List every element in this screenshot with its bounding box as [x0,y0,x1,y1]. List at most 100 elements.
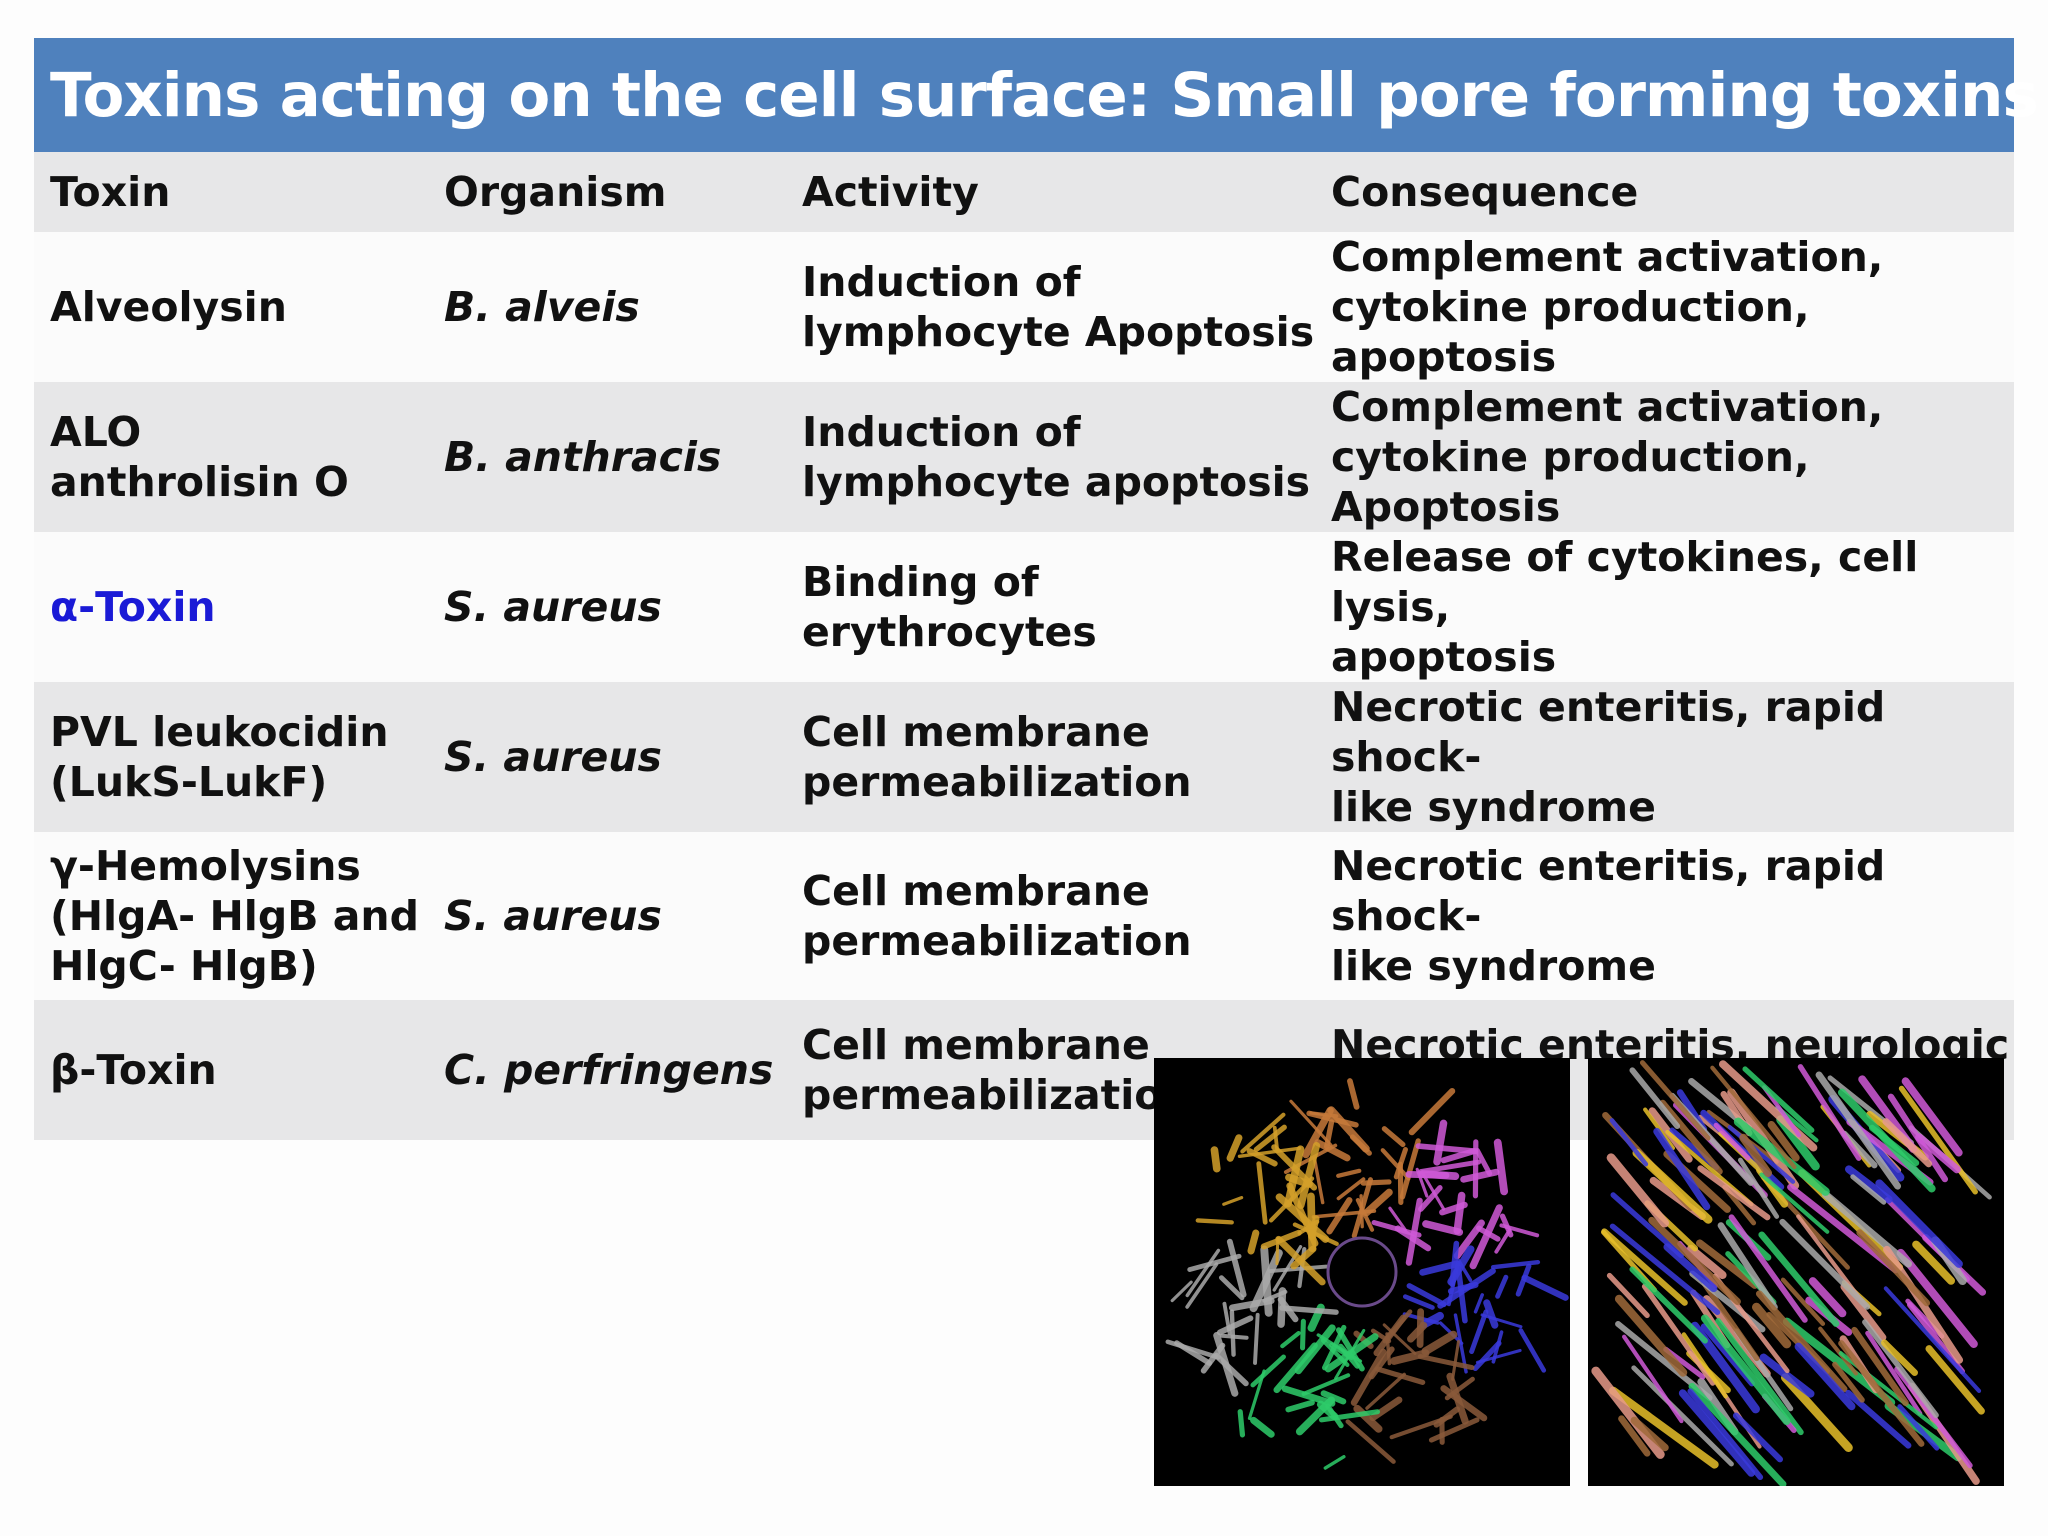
beta-strand [1701,1281,1760,1362]
beta-strand [1865,1330,1923,1416]
consequence-line: cytokine production, Apoptosis [1331,433,1810,531]
beta-strand [1641,1283,1716,1386]
consequence-cell: Complement activation,cytokine productio… [1315,232,2014,382]
protomer-strands [1195,1112,1339,1286]
beta-strand [1663,1243,1718,1293]
beta-strand [1639,1060,1711,1141]
beta-strand [1728,1214,1808,1323]
beta-strand [1856,1229,1931,1307]
central-pore [1326,1236,1398,1308]
beta-strand [1751,1302,1792,1349]
beta-strand [1629,1266,1708,1344]
beta-strand [1851,1326,1909,1406]
beta-strand [1759,1172,1830,1234]
toxin-line: anthrolisin O [50,458,349,506]
beta-strand [1780,1277,1826,1326]
beta-strand [1897,1404,1940,1451]
activity-line: lymphocyte Apoptosis [802,308,1315,356]
beta-strand [1875,1179,1963,1268]
consequence-line: Necrotic enteritis, rapid shock- [1331,842,1886,940]
beta-strand [1632,1148,1713,1224]
beta-strand [1609,1386,1719,1469]
consequence-cell: Necrotic enteritis, rapid shock-like syn… [1315,832,2014,1000]
activity-line: permeabilization [802,1071,1192,1119]
beta-strand [1898,1085,1978,1195]
beta-strand [1797,1064,1862,1161]
beta-strand [1894,1366,1973,1469]
beta-strand [1794,1342,1856,1411]
beta-strand [1715,1317,1804,1436]
beta-strand [1767,1120,1800,1162]
beta-strand [1742,1066,1815,1133]
consequence-cell: Necrotic enteritis, rapid shock-like syn… [1315,682,2014,832]
protein-structure-side-view-graphic [1591,1060,1992,1486]
beta-strand [1883,1286,1982,1394]
beta-strand [1710,1065,1797,1170]
consequence-line: Release of cytokines, cell lysis, [1331,533,1919,631]
protein-structure-side-view-image [1588,1058,2004,1486]
slide-title: Toxins acting on the cell surface: Small… [50,59,2039,131]
beta-strand [1818,1326,1858,1376]
protein-structure-top-view-graphic [1165,1078,1569,1470]
table-row: α-Toxin S. aureus Binding of erythrocyte… [34,532,2014,682]
protomer-strands [1237,1303,1381,1470]
activity-line: Induction of [802,408,1081,456]
consequence-line: cytokine production, apoptosis [1331,283,1810,381]
beta-strand [1717,1222,1778,1311]
activity-line: Induction of [802,258,1081,306]
protomer-strands [1402,1240,1569,1374]
consequence-cell: Release of cytokines, cell lysis,apoptos… [1315,532,2014,682]
beta-strand [1845,1165,1893,1204]
organism-cell: B. alveis [444,283,640,331]
beta-strand [1737,1157,1780,1219]
beta-strand [1648,1216,1741,1306]
beta-strand [1700,1323,1755,1387]
consequence-line: like syndrome [1331,942,1656,990]
table-row: PVL leukocidin(LukS-LukF) S. aureus Cell… [34,682,2014,832]
beta-strand [1815,1071,1902,1190]
toxin-line: Alveolysin [50,283,287,331]
header-consequence: Consequence [1331,168,1639,216]
beta-strand [1732,1412,1784,1463]
toxin-line: (LukS-LukF) [50,758,328,806]
toxin-line: β-Toxin [50,1046,217,1094]
header-activity: Activity [802,168,979,216]
beta-strand [1696,1239,1759,1289]
beta-strand [1780,1373,1853,1453]
protomer-strands [1345,1308,1488,1464]
beta-strand [1591,1366,1665,1459]
consequence-line: like syndrome [1331,783,1656,831]
beta-strand [1840,1283,1887,1342]
beta-strand [1700,1314,1791,1426]
beta-strand [1915,1133,1961,1174]
toxin-line: PVL leukocidin [50,708,389,756]
beta-strand [1622,1334,1684,1424]
organism-cell: S. aureus [444,733,662,781]
beta-strand [1618,1415,1651,1457]
beta-strand [1845,1389,1912,1449]
beta-strand [1653,1127,1711,1211]
beta-strand [1606,1272,1650,1319]
activity-line: permeabilization [802,917,1192,965]
table-header-row: Toxin Organism Activity Consequence [34,152,2014,232]
consequence-cell: Complement activation,cytokine productio… [1315,382,2014,532]
beta-strand [1837,1088,1936,1193]
toxin-cell: PVL leukocidin(LukS-LukF) [34,682,428,832]
beta-strand [1687,1388,1764,1481]
protomer-strands [1371,1119,1540,1270]
beta-strand [1601,1228,1688,1306]
consequence-line: Complement activation, [1331,233,1884,281]
title-banner: Toxins acting on the cell surface: Small… [34,38,2039,152]
toxin-line: ALO [50,408,142,456]
beta-strand [1862,1319,1939,1419]
beta-strand [1606,1153,1670,1228]
beta-strand [1609,1223,1721,1316]
organism-cell: C. perfringens [444,1046,774,1094]
beta-strand [1821,1190,1913,1268]
